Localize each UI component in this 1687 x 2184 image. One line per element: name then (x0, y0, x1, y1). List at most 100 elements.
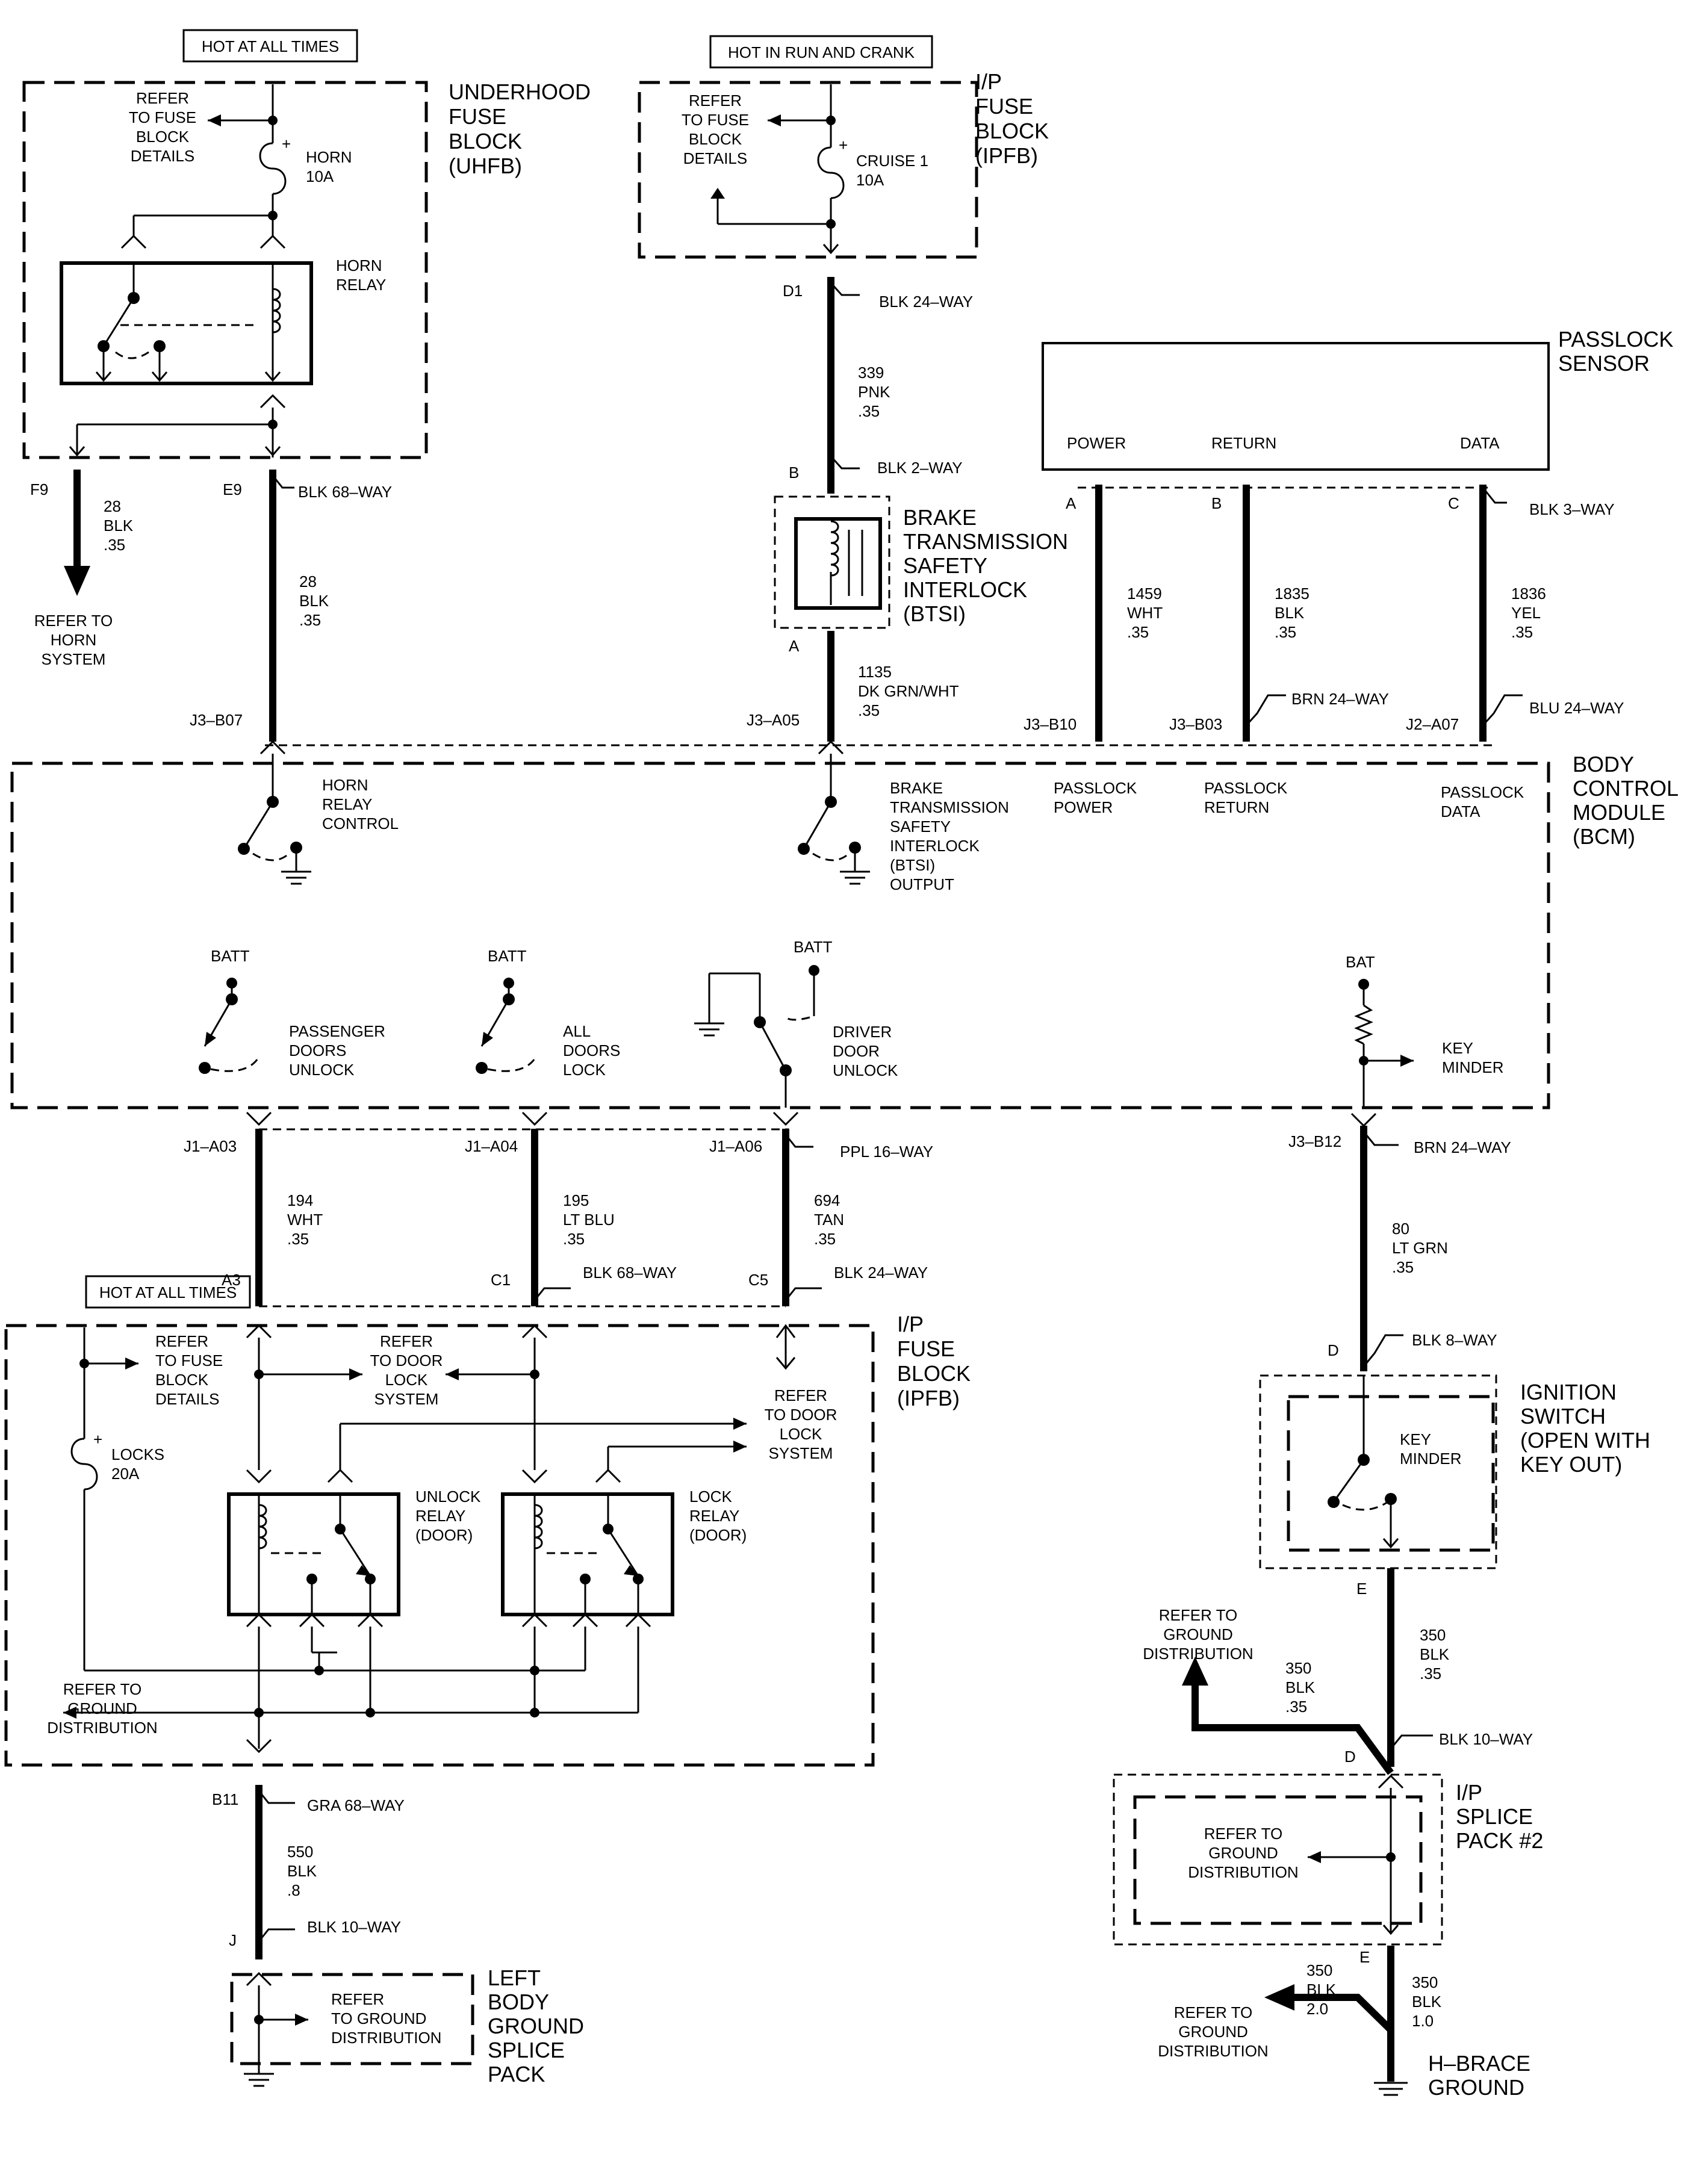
svg-text:(DOOR): (DOOR) (689, 1526, 747, 1544)
svg-text:.35: .35 (814, 1230, 836, 1248)
svg-text:GROUND: GROUND (488, 2014, 584, 2038)
svg-text:TO FUSE: TO FUSE (129, 108, 196, 126)
svg-text:SENSOR: SENSOR (1558, 351, 1650, 376)
connector-label: BLK 24–WAY (879, 293, 973, 311)
svg-text:DOORS: DOORS (563, 1041, 620, 1059)
svg-text:.35: .35 (299, 611, 321, 629)
svg-text:C: C (1448, 494, 1459, 512)
svg-text:BODY: BODY (488, 1990, 549, 2014)
svg-text:(UHFB): (UHFB) (449, 154, 522, 178)
bcm-label: BODY (1573, 752, 1634, 777)
pin-e9: E9 (223, 480, 242, 498)
svg-text:GROUND: GROUND (1178, 2023, 1248, 2041)
svg-text:TO FUSE: TO FUSE (682, 111, 749, 129)
pin-d: D (1328, 1341, 1339, 1359)
horn-relay-control-label: HORN (322, 776, 368, 794)
svg-text:BLK: BLK (1285, 1678, 1316, 1696)
ip-splice-pack-2 (1133, 1795, 1423, 1925)
connector-label: GRA 68–WAY (307, 1796, 405, 1814)
svg-text:.35: .35 (1275, 623, 1296, 641)
pin-j3-b12: J3–B12 (1288, 1132, 1341, 1150)
all-doors-lock-label: ALL (563, 1022, 591, 1040)
batt-label: BATT (211, 947, 250, 965)
svg-text:INTERLOCK: INTERLOCK (903, 577, 1027, 602)
hot-label-box (709, 35, 933, 69)
svg-text:+: + (282, 135, 291, 153)
connector-label: PPL 16–WAY (840, 1143, 933, 1161)
svg-text:MINDER: MINDER (1400, 1450, 1462, 1468)
wire-350-ground (1191, 1680, 1394, 1775)
pin-j1-a03: J1–A03 (184, 1137, 237, 1155)
svg-text:GROUND: GROUND (1428, 2075, 1524, 2100)
locks-fuse (70, 1438, 98, 1491)
wire-694-label: 694 (814, 1191, 840, 1209)
connector-label: BLK 3–WAY (1529, 500, 1615, 518)
svg-text:WHT: WHT (1127, 604, 1163, 622)
wire-350-label: 350 (1420, 1626, 1446, 1644)
cruise-fuse-label: CRUISE 1 (856, 152, 928, 170)
svg-text:BLK: BLK (1275, 604, 1305, 622)
svg-text:GROUND: GROUND (1163, 1625, 1233, 1643)
ignition-switch-label: IGNITION (1520, 1380, 1617, 1404)
refer-door-lock: REFER (380, 1332, 433, 1350)
horn-fuse-label: HORN (306, 148, 352, 166)
svg-text:FUSE: FUSE (449, 104, 506, 129)
horn-fuse (259, 142, 287, 195)
svg-text:HORN: HORN (51, 631, 97, 649)
svg-text:LT GRN: LT GRN (1392, 1239, 1448, 1257)
connector-label: BLK 8–WAY (1412, 1331, 1497, 1349)
svg-text:KEY OUT): KEY OUT) (1520, 1452, 1622, 1477)
connector-label: BLK 10–WAY (307, 1918, 401, 1936)
btsi-output-label: BRAKE (890, 779, 943, 797)
refer-horn-system: REFER TO (34, 612, 113, 630)
pin-b: B (789, 464, 799, 482)
hot-in-run-label: HOT IN RUN AND CRANK (728, 43, 915, 61)
svg-text:(DOOR): (DOOR) (415, 1526, 473, 1544)
wire-195-label: 195 (563, 1191, 589, 1209)
resistor-icon (1354, 1004, 1373, 1045)
wire-1459-label: 1459 (1127, 585, 1162, 603)
pin-j3-b03: J3–B03 (1169, 715, 1222, 733)
pin-e: E (1356, 1580, 1367, 1598)
ipfb-top-label: I/P (975, 69, 1002, 94)
svg-text:SAFETY: SAFETY (890, 817, 951, 836)
svg-text:(OPEN WITH: (OPEN WITH (1520, 1428, 1650, 1453)
svg-text:BLK: BLK (1420, 1645, 1450, 1663)
pin-j1-a04: J1–A04 (465, 1137, 518, 1155)
key-minder-bcm-label: KEY (1442, 1039, 1473, 1057)
horn-relay-label: HORN (336, 256, 382, 275)
ignition-switch (1287, 1395, 1495, 1552)
svg-text:TAN: TAN (814, 1211, 844, 1229)
svg-text:TO GROUND: TO GROUND (331, 2009, 426, 2027)
svg-text:CONTROL: CONTROL (322, 814, 399, 833)
passlock-return-pin: RETURN (1211, 434, 1276, 452)
svg-text:TRANSMISSION: TRANSMISSION (890, 798, 1009, 816)
hot-label-box (182, 29, 358, 63)
pin-j3-a05: J3–A05 (747, 711, 800, 729)
svg-text:(BCM): (BCM) (1573, 824, 1635, 849)
pin-j: J (229, 1931, 237, 1949)
svg-text:RELAY: RELAY (689, 1507, 739, 1525)
svg-text:(IPFB): (IPFB) (897, 1386, 960, 1410)
svg-text:BLOCK: BLOCK (136, 128, 190, 146)
wire-1835-label: 1835 (1275, 585, 1310, 603)
svg-text:BLK: BLK (1306, 1981, 1337, 1999)
svg-text:2.0: 2.0 (1306, 2000, 1328, 2018)
passenger-doors-unlock-label: PASSENGER (289, 1022, 385, 1040)
svg-text:.35: .35 (1392, 1258, 1414, 1276)
svg-text:DATA: DATA (1441, 802, 1480, 821)
svg-text:LOCK: LOCK (563, 1061, 606, 1079)
svg-text:TO DOOR: TO DOOR (370, 1351, 443, 1370)
hot-at-all-times-label: HOT AT ALL TIMES (99, 1283, 237, 1301)
svg-text:(BTSI): (BTSI) (890, 856, 935, 874)
body-control-module (10, 762, 1550, 1109)
horn-relay (60, 261, 313, 385)
svg-text:TO DOOR: TO DOOR (765, 1406, 837, 1424)
pin-j3-b10: J3–B10 (1024, 715, 1077, 733)
pin-d1: D1 (783, 282, 803, 300)
refer-fuse-details: REFER (155, 1332, 208, 1350)
svg-text:GROUND: GROUND (1208, 1844, 1278, 1862)
svg-text:RELAY: RELAY (336, 276, 386, 294)
svg-text:.35: .35 (1127, 623, 1149, 641)
